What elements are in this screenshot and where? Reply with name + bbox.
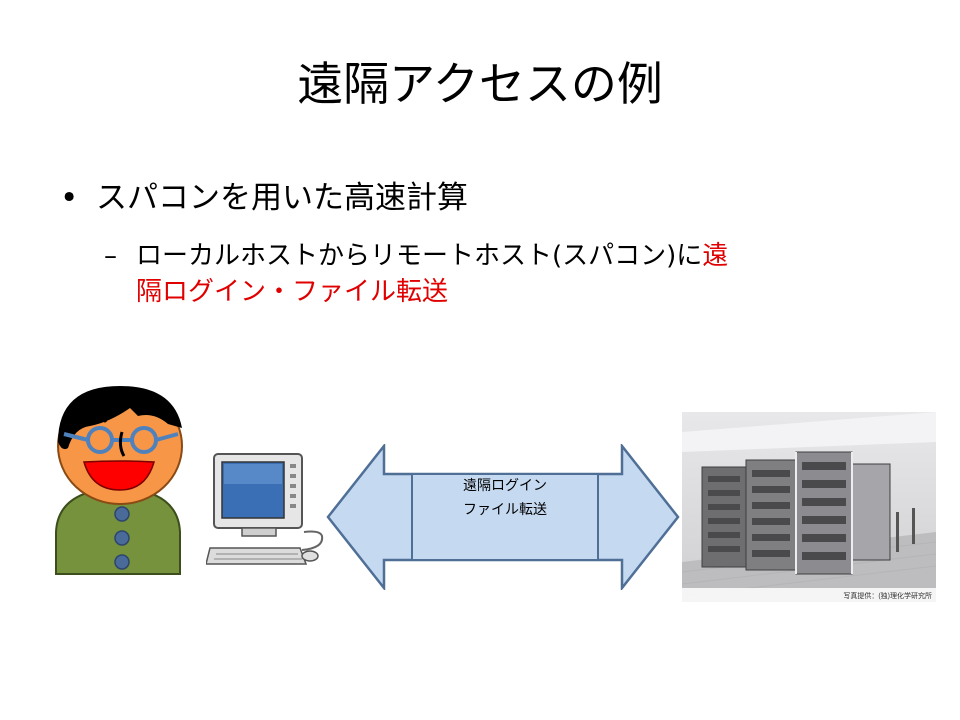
bullet-level1-text: スパコンを用いた高速計算 (96, 180, 468, 216)
slide-title: 遠隔アクセスの例 (297, 57, 663, 111)
arrow-label: 遠隔ログイン ファイル転送 (412, 474, 598, 522)
bullet-level1: • スパコンを用いた高速計算 (60, 176, 468, 220)
bullet-level2-text: ローカルホストからリモートホスト(スパコン)に (136, 241, 703, 271)
bullet-marker: • (60, 180, 79, 216)
arrow-label-line1: 遠隔ログイン (463, 478, 547, 494)
sub-bullet-marker: – (104, 241, 117, 271)
arrow-label-line2: ファイル転送 (463, 502, 547, 518)
bullet-level2-emphasis-2: 隔ログイン・ファイル転送 (136, 277, 449, 307)
double-arrow-icon (326, 444, 680, 590)
bullet-level2-emphasis-1: 遠 (702, 241, 729, 271)
bullet-level2: –ローカルホストからリモートホスト(スパコン)に遠 隔ログイン・ファイル転送 (104, 238, 894, 310)
desktop-computer-icon (206, 453, 324, 565)
photo-credit: 写真提供：(独)理化学研究所 (843, 591, 932, 600)
supercomputer-photo: 写真提供：(独)理化学研究所 (682, 412, 936, 602)
person-with-glasses-icon (55, 386, 183, 575)
